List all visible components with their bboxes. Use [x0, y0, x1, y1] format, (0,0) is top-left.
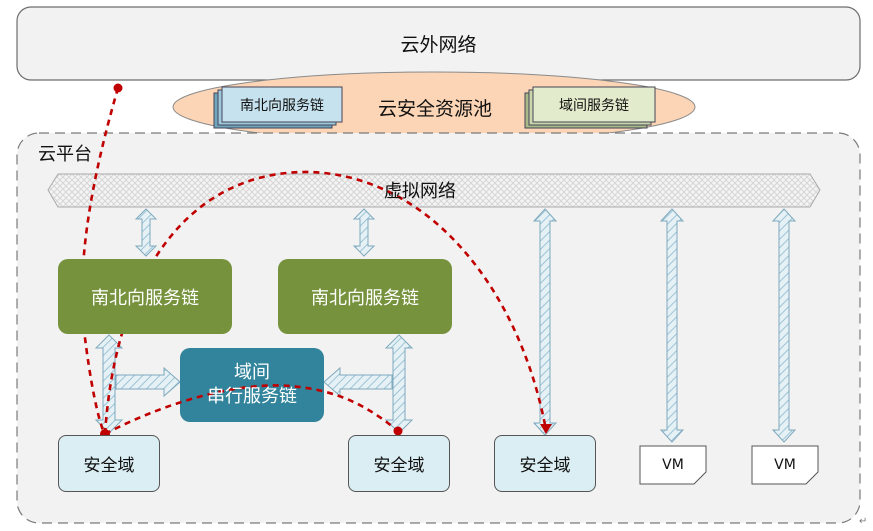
arrow-network-domain3 [532, 208, 558, 436]
serial-chain-line1: 域间 [234, 362, 270, 383]
serial-chain-label: 域间 串行服务链 [180, 352, 324, 418]
arrow-network-chain2 [352, 208, 376, 257]
north-south-chain-1: 南北向服务链 [58, 259, 232, 334]
serial-chain-line2: 串行服务链 [207, 386, 297, 407]
arrow-chain1-domain1 [94, 334, 124, 434]
resource-pool-label: 云安全资源池 [377, 97, 492, 120]
north-south-chain-1-label: 南北向服务链 [91, 287, 199, 309]
arrow-network-vm2 [771, 208, 797, 443]
pool-inter-domain-chain-label: 域间服务链 [559, 97, 629, 114]
security-domain-1-label: 安全域 [83, 456, 135, 476]
arrow-network-vm1 [659, 208, 685, 443]
pool-north-south-chain-label: 南北向服务链 [240, 97, 324, 114]
arrow-chain2-domain2 [384, 334, 414, 434]
virtual-network-label: 虚拟网络 [384, 181, 456, 202]
cloud-platform-label: 云平台 [38, 144, 92, 165]
external-network-label: 云外网络 [400, 33, 477, 56]
security-domain-1: 安全域 [58, 435, 160, 492]
vm-1-label: VM [662, 457, 684, 473]
vm-2-label: VM [774, 457, 796, 473]
security-domain-2: 安全域 [348, 435, 450, 492]
security-domain-2-label: 安全域 [373, 456, 425, 476]
security-domain-3: 安全域 [494, 435, 596, 492]
arrow-network-chain1 [134, 208, 158, 257]
north-south-chain-2-label: 南北向服务链 [311, 287, 419, 309]
north-south-chain-2: 南北向服务链 [278, 259, 452, 334]
paragraph-mark: ↵ [859, 516, 867, 527]
security-domain-3-label: 安全域 [519, 456, 571, 476]
arrow-left-into-serial-chain [115, 366, 181, 398]
arrow-right-into-serial-chain [323, 366, 393, 398]
